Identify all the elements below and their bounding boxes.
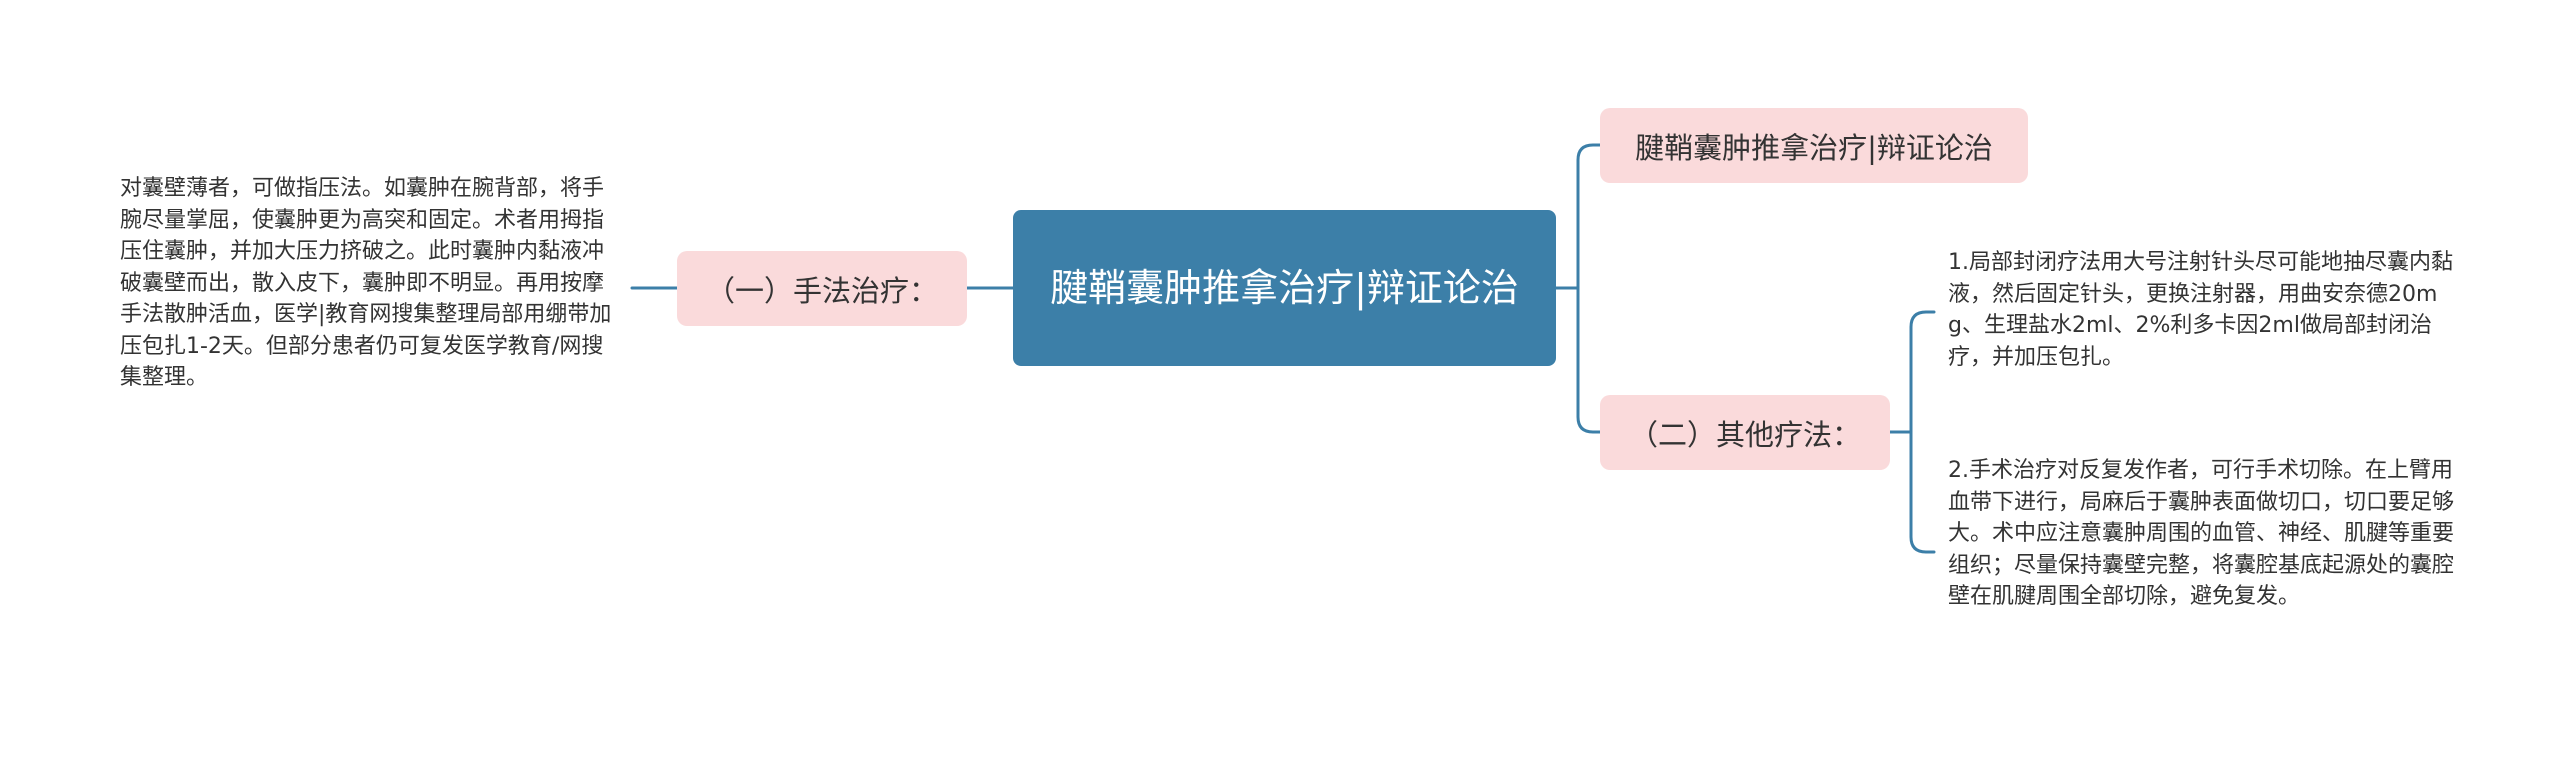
leaf-surgical-text: 2.手术治疗对反复发作者，可行手术切除。在上臂用血带下进行，局麻后于囊肿表面做切… (1948, 458, 2455, 609)
branch-other-therapies-label: （二）其他疗法： (1628, 417, 1861, 452)
leaf-local-block-text: 1.局部封闭疗法用大号注射针头尽可能地抽尽囊内黏液，然后固定针头，更换注射器，用… (1948, 250, 2453, 370)
connector-root-to-other-branch (1576, 286, 1602, 434)
connector-other-to-leaf-2 (1909, 430, 1936, 554)
branch-title-repeat-label: 腱鞘囊肿推拿治疗|辩证论治 (1635, 130, 1993, 165)
branch-manual-therapy-label: （一）手法治疗： (705, 273, 938, 308)
central-topic-text: 腱鞘囊肿推拿治疗|辩证论治 (1050, 266, 1519, 310)
branch-title-repeat[interactable]: 腱鞘囊肿推拿治疗|辩证论治 (1600, 108, 2028, 183)
leaf-local-block-therapy[interactable]: 1.局部封闭疗法用大号注射针头尽可能地抽尽囊内黏液，然后固定针头，更换注射器，用… (1948, 247, 2458, 373)
connector-other-to-leaf-1 (1909, 310, 1936, 434)
connector-root-to-title-branch (1576, 143, 1602, 290)
leaf-surgical-therapy[interactable]: 2.手术治疗对反复发作者，可行手术切除。在上臂用血带下进行，局麻后于囊肿表面做切… (1948, 455, 2458, 613)
leaf-manual-therapy-detail[interactable]: 对囊壁薄者，可做指压法。如囊肿在腕背部，将手腕尽量掌屈，使囊肿更为高突和固定。术… (120, 173, 625, 394)
branch-other-therapies[interactable]: （二）其他疗法： (1600, 395, 1890, 470)
branch-manual-therapy[interactable]: （一）手法治疗： (677, 251, 967, 326)
central-topic[interactable]: 腱鞘囊肿推拿治疗|辩证论治 (1013, 210, 1556, 366)
leaf-manual-therapy-text: 对囊壁薄者，可做指压法。如囊肿在腕背部，将手腕尽量掌屈，使囊肿更为高突和固定。术… (120, 176, 612, 390)
